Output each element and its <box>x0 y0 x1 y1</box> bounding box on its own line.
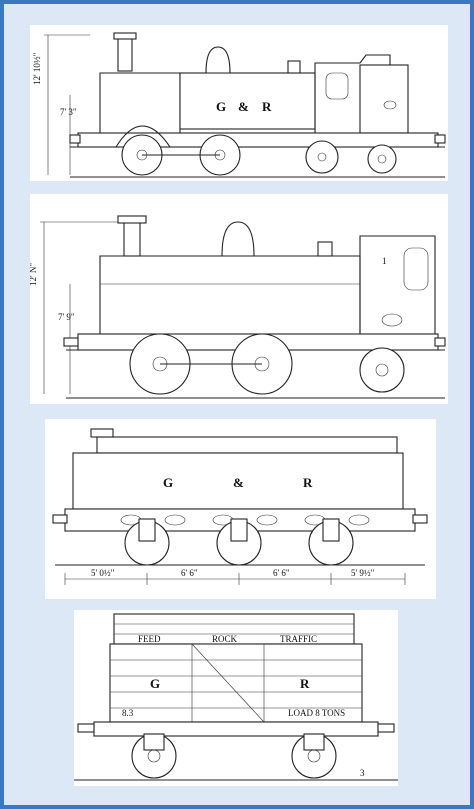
lettering-g: G <box>163 475 173 490</box>
board-text-traffic: TRAFFIC <box>280 634 317 644</box>
lettering-g: G <box>150 676 160 691</box>
boiler-dimension: 7' 3" <box>60 107 77 117</box>
dimension-label: 5' 9½" <box>351 568 375 578</box>
dimension-label: 6' 6" <box>273 568 290 578</box>
boiler-dimension: 7' 9" <box>58 312 75 322</box>
wagon-number: 8.3 <box>122 708 134 718</box>
height-dimension: 12' 10½" <box>32 52 42 85</box>
lettering-g: G <box>216 99 226 114</box>
lettering-r: R <box>303 475 313 490</box>
board-text-rock: ROCK <box>212 634 238 644</box>
wagon-drawing: FEED ROCK TRAFFIC G R 8.3 LOAD 8 TONS <box>74 610 398 786</box>
board-text-feed: FEED <box>138 634 161 644</box>
lettering-r: R <box>262 99 272 114</box>
lettering-amp: & <box>238 99 249 114</box>
tender-drawing: G & R <box>45 419 436 599</box>
dimension-label: 5' 0½" <box>91 568 115 578</box>
load-capacity: LOAD 8 TONS <box>288 708 345 718</box>
lettering-amp: & <box>233 475 244 490</box>
height-dimension: 12' N" <box>30 263 38 286</box>
dimension-label: 6' 6" <box>181 568 198 578</box>
cab-number: 1 <box>382 256 387 266</box>
corner-mark: 3 <box>360 768 365 778</box>
lettering-r: R <box>300 676 310 691</box>
locomotive-drawing-2: 12' N" 7' 9" 1 <box>30 194 448 404</box>
locomotive-drawing-1: 12' 10½" 7' 3" G & R <box>30 25 448 181</box>
